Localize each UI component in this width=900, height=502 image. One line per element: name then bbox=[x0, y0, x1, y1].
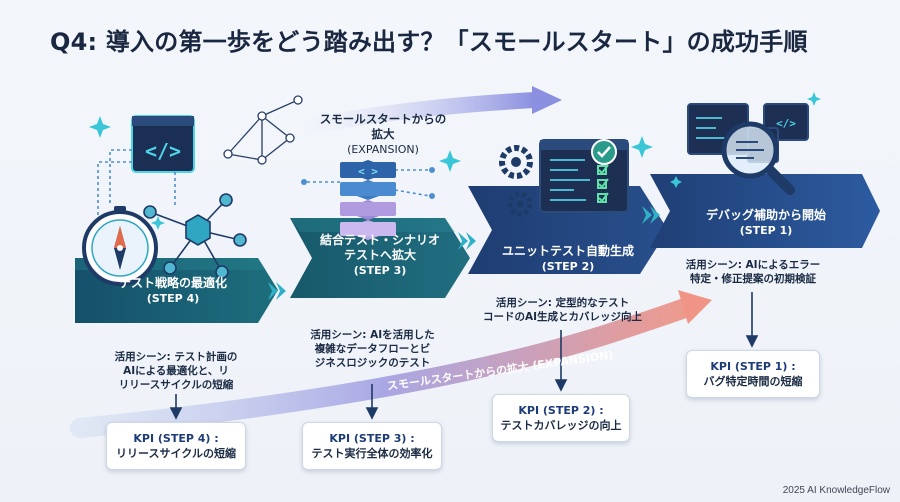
page-title: Q4: 導入の第一歩をどう踏み出す？「スモールスタート」の成功手順 bbox=[50, 28, 808, 56]
expansion-label-top: スモールスタートからの拡大 (EXPANSION) bbox=[319, 112, 447, 156]
graph-nodes-icon bbox=[223, 95, 303, 165]
code-window-icon: </> bbox=[131, 115, 195, 173]
svg-text:< >: < > bbox=[358, 165, 378, 178]
kpi-step2: KPI (STEP 2) : テストカバレッジの向上 bbox=[492, 394, 630, 442]
step3-usage: 活用シーン: AIを活用した 複雑なデータフローとビ ジネスロジックのテスト bbox=[310, 329, 435, 369]
kpi-step4: KPI (STEP 4) : リリースサイクルの短縮 bbox=[106, 422, 246, 470]
expansion-arrow-bottom bbox=[70, 290, 712, 438]
magnifier-code-icon: </> bbox=[687, 103, 809, 195]
gears-checklist-icon bbox=[499, 139, 629, 217]
expansion-arrow-top bbox=[298, 86, 562, 136]
svg-text:</>: </> bbox=[776, 117, 796, 130]
step1-usage: 活用シーン: AIによるエラー 特定・修正提案の初期検証 bbox=[685, 259, 821, 285]
footer-credit: 2025 AI KnowledgeFlow bbox=[782, 485, 890, 496]
kpi-step1: KPI (STEP 1) : バグ特定時間の短縮 bbox=[686, 350, 820, 398]
step4-title: テスト戦略の最適化 (STEP 4) bbox=[118, 276, 227, 305]
kpi-connectors bbox=[169, 292, 759, 420]
step2-usage: 活用シーン: 定型的なテスト コードのAI生成とカバレッジ向上 bbox=[482, 297, 643, 323]
svg-text:</>: </> bbox=[145, 139, 181, 163]
kpi-step3: KPI (STEP 3) : テスト実行全体の効率化 bbox=[302, 422, 442, 470]
step3-title: 結合テスト・シナリオ テストへ拡大 (STEP 3) bbox=[319, 233, 440, 277]
banner-step1 bbox=[650, 174, 880, 248]
step4-usage: 活用シーン: テスト計画の AIによる最適化と、リ リリースサイクルの短縮 bbox=[114, 351, 238, 391]
step2-title: ユニットテスト自動生成 (STEP 2) bbox=[501, 244, 634, 273]
network-icon bbox=[143, 193, 247, 279]
compass-icon bbox=[82, 206, 158, 286]
banner-step3 bbox=[290, 218, 470, 298]
step1-title: デバッグ補助から開始 (STEP 1) bbox=[705, 208, 826, 237]
chevron-arrows bbox=[268, 206, 660, 300]
server-stack-icon: < > bbox=[301, 160, 435, 240]
sparkle-icon bbox=[89, 92, 821, 230]
